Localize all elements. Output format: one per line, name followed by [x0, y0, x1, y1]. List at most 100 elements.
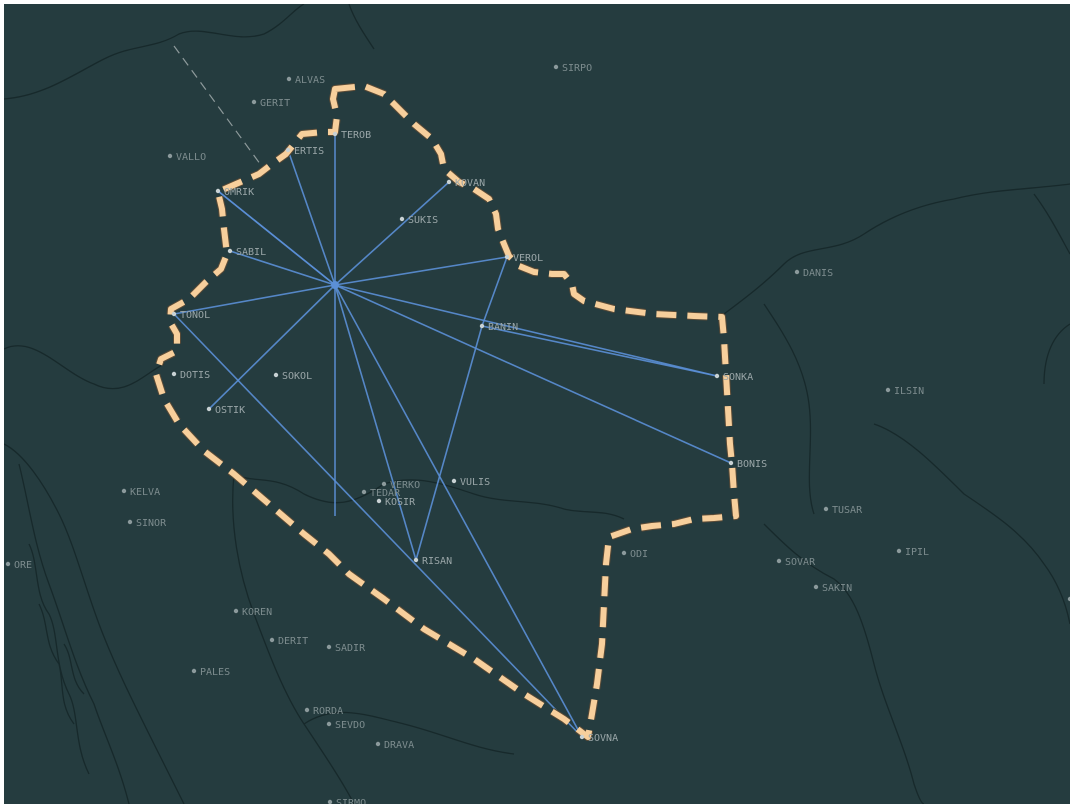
waypoint-external[interactable]: DRAVA: [375, 740, 414, 751]
waypoint-dot: [381, 481, 387, 487]
waypoint[interactable]: OSTIK: [206, 405, 245, 416]
waypoint-external[interactable]: ILSIN: [885, 386, 924, 397]
waypoint-external[interactable]: TEDAR: [361, 488, 401, 499]
waypoint-dot: [191, 668, 197, 674]
waypoint[interactable]: KOSIR: [376, 497, 416, 508]
waypoint[interactable]: OMRIK: [215, 187, 254, 198]
waypoint-external[interactable]: RORDA: [304, 706, 343, 717]
waypoint-external[interactable]: SEVDO: [326, 720, 365, 731]
route-line: [334, 181, 450, 286]
waypoint-label: KELVA: [130, 487, 160, 498]
waypoint-label: SONKA: [723, 372, 753, 383]
waypoint[interactable]: SOKOL: [273, 371, 312, 382]
waypoint[interactable]: TONOL: [171, 310, 210, 321]
waypoint-label: KOVAN: [455, 178, 485, 189]
waypoint-external[interactable]: GERIT: [251, 98, 290, 109]
border-line: [723, 183, 1070, 315]
waypoint[interactable]: RISAN: [413, 556, 452, 567]
waypoint-external[interactable]: ODI: [621, 549, 648, 560]
waypoint-label: ALVAS: [295, 75, 325, 86]
waypoint-dot: [206, 406, 212, 412]
waypoint-label: IPIL: [905, 547, 929, 558]
waypoint-external[interactable]: SAKIN: [813, 583, 852, 594]
waypoint[interactable]: BANIN: [479, 322, 518, 333]
waypoint[interactable]: ERTIS: [285, 146, 324, 157]
route-line: [415, 325, 483, 561]
waypoint-external[interactable]: IPIL: [896, 547, 929, 558]
waypoint-external[interactable]: DERIT: [269, 636, 308, 647]
waypoint[interactable]: SONKA: [714, 372, 753, 383]
waypoint[interactable]: SABIL: [227, 247, 266, 258]
waypoint-external[interactable]: ALVAS: [286, 75, 325, 86]
route-line: [481, 256, 508, 327]
waypoint-label: SUKIS: [408, 215, 438, 226]
waypoint-external[interactable]: SOVAR: [776, 557, 816, 568]
waypoint-label: VULIS: [460, 477, 490, 488]
waypoint-label: BONIS: [737, 459, 767, 470]
waypoint-dot: [451, 478, 457, 484]
waypoint-label: RISAN: [422, 556, 452, 567]
waypoint-label: TUSAR: [832, 505, 863, 516]
waypoint-dot: [326, 721, 332, 727]
waypoint-external[interactable]: ORE: [5, 560, 32, 571]
waypoint-dot: [479, 323, 485, 329]
waypoint-label: PALES: [200, 667, 230, 678]
waypoint-dot: [446, 179, 452, 185]
dashed-airway: [173, 45, 267, 173]
waypoint-label: SEVDO: [335, 720, 365, 731]
boundary-dashed-line[interactable]: [153, 83, 739, 740]
waypoint-external[interactable]: LUVEN: [1067, 595, 1070, 606]
waypoint-label: VALLO: [176, 152, 206, 163]
route-line: [334, 284, 718, 377]
waypoint-label: BANIN: [488, 322, 518, 333]
route-hub[interactable]: [331, 281, 339, 289]
border-line: [348, 4, 375, 50]
waypoint-dot: [233, 608, 239, 614]
country-borders: [4, 4, 1070, 804]
waypoint-label: DRAVA: [384, 740, 414, 751]
waypoint-dot: [227, 248, 233, 254]
waypoint-external[interactable]: DANIS: [794, 268, 833, 279]
waypoint-external[interactable]: SIRPO: [553, 63, 592, 74]
waypoint-label: SIRMO: [336, 798, 366, 804]
waypoint-dot: [413, 557, 419, 563]
waypoint[interactable]: BONIS: [728, 459, 767, 470]
border-line: [4, 443, 185, 804]
waypoint-dot: [728, 460, 734, 466]
waypoint-external[interactable]: KELVA: [121, 487, 160, 498]
waypoint-external[interactable]: SINOR: [127, 518, 167, 529]
route-line: [334, 284, 417, 561]
waypoint[interactable]: DOTIS: [171, 370, 210, 381]
waypoint-dot: [361, 489, 367, 495]
waypoint-external[interactable]: SIRMO: [327, 798, 366, 804]
waypoint-external[interactable]: KOREN: [233, 607, 272, 618]
waypoint-dot: [167, 153, 173, 159]
border-line: [303, 711, 515, 755]
waypoint[interactable]: VEROL: [504, 253, 543, 264]
waypoint[interactable]: SOVNA: [579, 733, 618, 744]
waypoint-external[interactable]: VERKO: [381, 480, 420, 491]
waypoint-label: SAKIN: [822, 583, 852, 594]
waypoint[interactable]: SUKIS: [399, 215, 438, 226]
waypoints-layer: ERTIS OMRIK SABIL VEROL TONOL KOVAN SUKIS TEROB…: [5, 63, 1070, 804]
border-line: [28, 543, 90, 775]
waypoint-external[interactable]: TUSAR: [823, 505, 863, 516]
route-line: [334, 284, 732, 464]
waypoint-dot: [5, 561, 11, 567]
waypoint-label: SOVAR: [785, 557, 816, 568]
airspace-map[interactable]: ERTIS OMRIK SABIL VEROL TONOL KOVAN SUKIS TEROB…: [4, 4, 1070, 804]
waypoint-label: TEDAR: [370, 488, 401, 499]
waypoint-external[interactable]: PALES: [191, 667, 230, 678]
border-line: [1033, 193, 1070, 255]
border-line: [63, 643, 85, 695]
waypoint[interactable]: VULIS: [451, 477, 490, 488]
waypoint-external[interactable]: VALLO: [167, 152, 206, 163]
route-lines: [173, 134, 732, 738]
waypoint[interactable]: KOVAN: [446, 178, 485, 189]
route-line: [334, 256, 508, 286]
waypoint-label: SINOR: [136, 518, 167, 529]
waypoint[interactable]: TEROB: [332, 130, 371, 141]
waypoint-external[interactable]: SADIR: [326, 643, 366, 654]
waypoint-label: KOREN: [242, 607, 272, 618]
waypoint-dot: [286, 76, 292, 82]
